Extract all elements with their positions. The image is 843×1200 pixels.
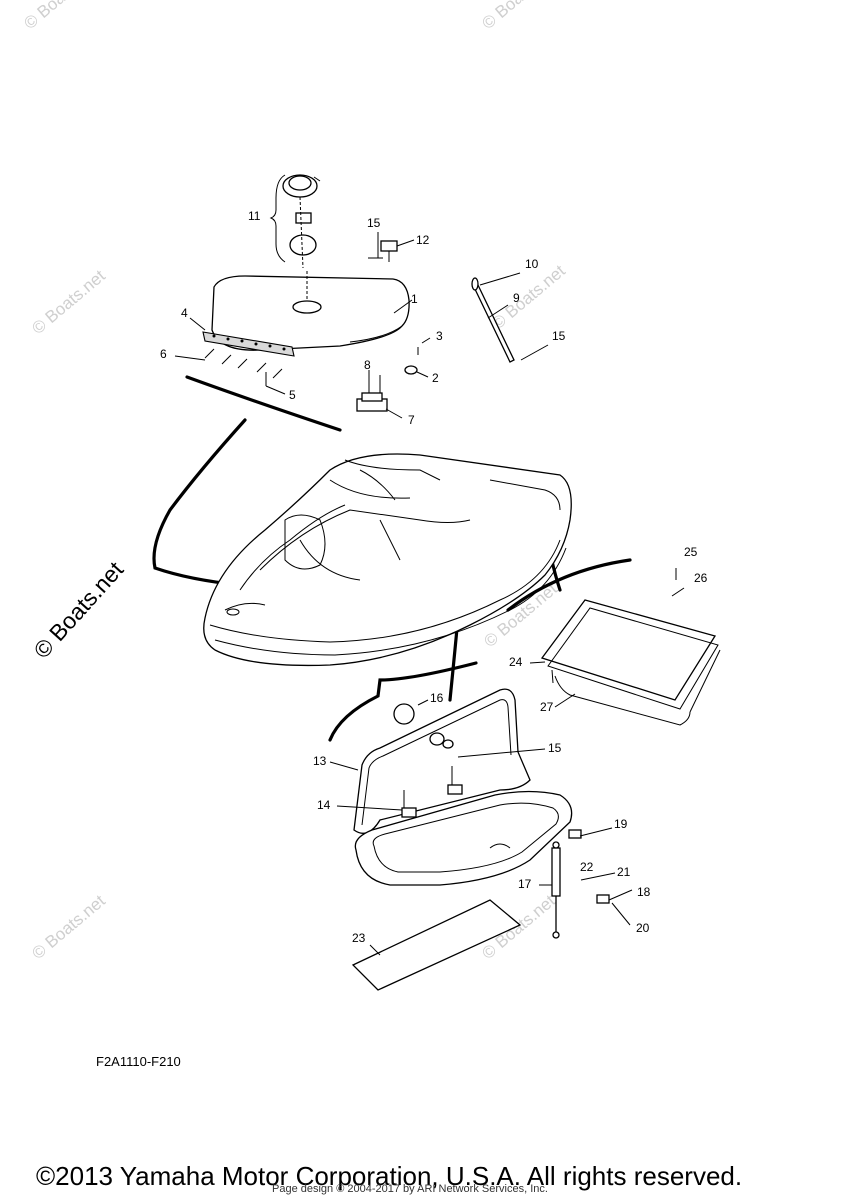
callout-1: 1 (411, 292, 418, 306)
copyright-notice: ©2013 Yamaha Motor Corporation, U.S.A. A… (36, 1161, 743, 1191)
callout-4: 4 (181, 306, 188, 320)
callout-22: 22 (580, 860, 594, 874)
callout-13: 13 (313, 754, 327, 768)
callout-11: 11 (248, 209, 261, 223)
callout-9: 9 (513, 291, 520, 305)
callout-12: 12 (416, 233, 430, 247)
figure-code: F2A1110-F210 (96, 1054, 181, 1069)
callout-8: 8 (364, 358, 371, 372)
deck-panel-assembly (529, 568, 721, 726)
watermark: © Boats.net (28, 891, 109, 963)
hinge-strip-part (202, 331, 295, 357)
watermark: © Boats.net (20, 0, 101, 33)
callout-3: 3 (436, 329, 443, 343)
callout-18: 18 (637, 885, 651, 899)
callout-26: 26 (694, 571, 708, 585)
callout-labels: 1 2 3 4 5 6 7 8 9 10 11 12 13 14 15 15 1… (160, 209, 708, 945)
callout-24: 24 (509, 655, 523, 669)
callout-2: 2 (432, 371, 439, 385)
callout-16: 16 (430, 691, 444, 705)
watermark-main: © Boats.net (28, 556, 128, 663)
callout-19: 19 (614, 817, 628, 831)
callout-20: 20 (636, 921, 650, 935)
callout-17: 17 (518, 877, 532, 891)
watermark: © Boats.net (478, 0, 559, 33)
watermark: © Boats.net (28, 266, 109, 338)
callout-7: 7 (408, 413, 415, 427)
callout-23: 23 (352, 931, 366, 945)
callout-15: 15 (548, 741, 562, 755)
page-design-notice: Page design © 2004-2017 by ARI Network S… (272, 1183, 548, 1195)
hatch-cover-assembly (174, 174, 549, 419)
seat-hatch-assembly (329, 688, 633, 991)
callout-6: 6 (160, 347, 167, 361)
callout-10: 10 (525, 257, 539, 271)
callout-14: 14 (317, 798, 331, 812)
watermark: © Boats.net (488, 261, 569, 333)
callout-5: 5 (289, 388, 296, 402)
boat-illustration (203, 453, 572, 667)
callout-15: 15 (367, 216, 381, 230)
callout-15: 15 (552, 329, 566, 343)
callout-25: 25 (684, 545, 698, 559)
callout-21: 21 (617, 865, 631, 879)
callout-27: 27 (540, 700, 554, 714)
